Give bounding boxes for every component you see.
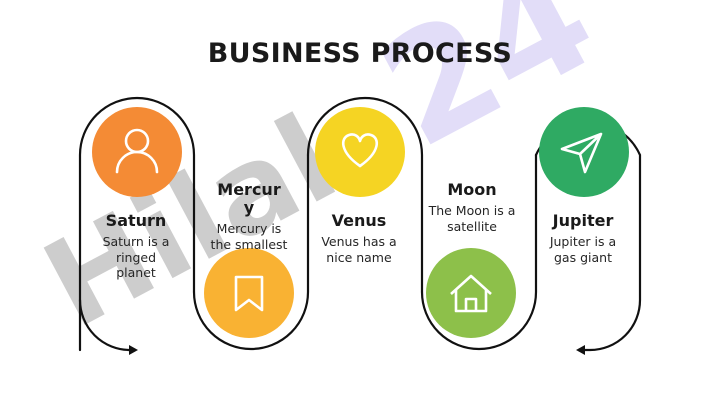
step-saturn: Saturn Saturn is a ringed planet <box>95 212 177 281</box>
mercury-circle <box>204 248 294 338</box>
step-desc: The Moon is a satellite <box>428 203 516 234</box>
moon-circle <box>426 248 516 338</box>
arrow-end-icon <box>576 345 585 355</box>
step-desc: Jupiter is a gas giant <box>549 234 617 265</box>
path-moon <box>420 153 538 351</box>
path-saturn <box>78 96 196 352</box>
path-venus <box>306 96 424 294</box>
step-moon: Moon The Moon is a satellite <box>428 181 516 234</box>
step-name: Saturn <box>105 211 167 230</box>
bookmark-icon <box>234 275 264 312</box>
heart-icon <box>341 133 379 168</box>
user-icon <box>115 128 159 174</box>
path-saturn-end <box>78 298 136 352</box>
step-venus: Venus Venus has a nice name <box>318 212 400 265</box>
page-title: BUSINESS PROCESS <box>207 38 513 69</box>
path-mercury <box>192 153 310 351</box>
jupiter-circle <box>539 107 629 197</box>
step-desc: Mercury is the smallest <box>210 221 288 252</box>
home-icon <box>450 274 492 313</box>
step-name: Venus <box>331 211 387 230</box>
send-icon <box>560 132 603 174</box>
step-desc: Venus has a nice name <box>321 234 397 265</box>
step-jupiter: Jupiter Jupiter is a gas giant <box>542 212 624 265</box>
step-desc: Saturn is a ringed planet <box>102 234 170 280</box>
step-name: Moon <box>447 180 497 199</box>
step-name: Mercury <box>217 180 281 217</box>
step-name: Jupiter <box>552 211 614 230</box>
step-mercury: Mercury Mercury is the smallest <box>206 181 292 252</box>
arrow-start-icon <box>129 345 138 355</box>
venus-circle <box>315 107 405 197</box>
